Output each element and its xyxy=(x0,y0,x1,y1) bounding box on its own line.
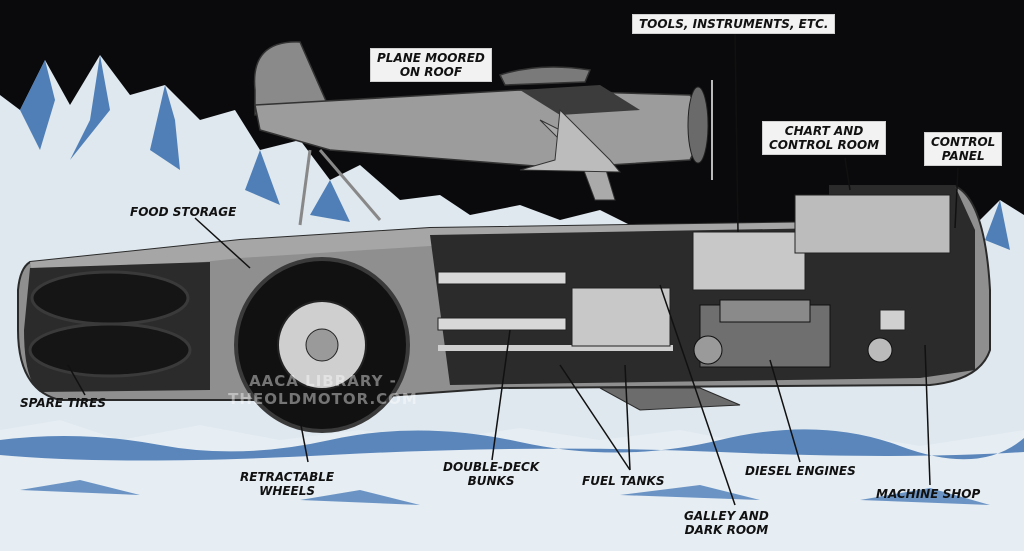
label-machine-shop: MACHINE SHOP xyxy=(876,487,981,501)
cruiser-hull xyxy=(17,185,991,433)
label-food-storage: FOOD STORAGE xyxy=(130,205,237,219)
airplane xyxy=(253,41,713,226)
watermark: AACA LIBRARY - THEOLDMOTOR.COM xyxy=(228,372,418,408)
label-tools-instruments: TOOLS, INSTRUMENTS, ETC. xyxy=(632,14,836,34)
label-diesel-engines: DIESEL ENGINES xyxy=(745,464,856,478)
label-fuel-tanks: FUEL TANKS xyxy=(582,474,665,488)
leader-lines xyxy=(67,29,959,506)
label-spare-tires: SPARE TIRES xyxy=(20,396,106,410)
